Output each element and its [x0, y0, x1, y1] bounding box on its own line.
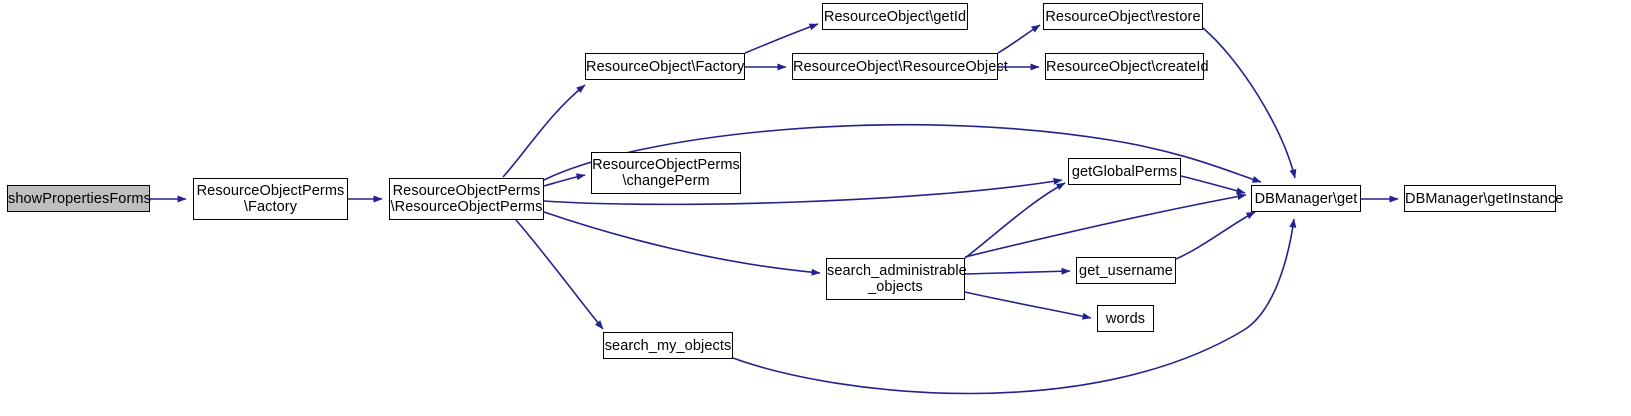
graph-node-label: ResourceObject\restore — [1045, 8, 1201, 25]
call-edge — [964, 267, 1071, 275]
graph-node-label: get_username — [1079, 262, 1173, 279]
graph-node-search_administrable_objects[interactable]: search_administrable_objects — [826, 258, 967, 300]
call-edge — [744, 23, 819, 54]
graph-node-label: getGlobalPerms — [1071, 163, 1178, 180]
graph-node-label: ResourceObjectPerms — [592, 157, 740, 173]
call-edge — [964, 193, 1247, 258]
graph-node-label: search_administrable — [827, 263, 967, 279]
graph-node-ResourceObject_Factory[interactable]: ResourceObject\Factory — [585, 53, 745, 80]
graph-node-showPropertiesForms[interactable]: showPropertiesForms — [7, 185, 151, 212]
call-edge — [997, 24, 1041, 54]
graph-node-DBManager_get[interactable]: DBManager\get — [1251, 185, 1361, 212]
graph-node-DBManager_getInstance[interactable]: DBManager\getInstance — [1404, 185, 1564, 212]
graph-node-ResourceObject_getId[interactable]: ResourceObject\getId — [822, 3, 968, 30]
graph-node-label: DBManager\get — [1254, 190, 1358, 207]
graph-node-ResourceObjectPerms_Factory[interactable]: ResourceObjectPerms\Factory — [193, 178, 348, 220]
call-edge — [1180, 175, 1246, 195]
graph-node-search_my_objects[interactable]: search_my_objects — [603, 332, 733, 359]
graph-node-ResourceObject_ResourceObject[interactable]: ResourceObject\ResourceObject — [792, 53, 1008, 80]
graph-node-label: ResourceObject\getId — [823, 8, 967, 25]
graph-node-label: words — [1105, 310, 1146, 327]
call-edge — [1202, 27, 1297, 179]
call-edge — [543, 211, 821, 276]
graph-node-label: ResourceObject\ResourceObject — [793, 58, 1008, 75]
graph-node-label: _objects — [868, 279, 923, 295]
graph-node-label: ResourceObjectPerms — [392, 183, 541, 199]
call-edge — [515, 219, 604, 330]
call-edge — [1175, 211, 1256, 260]
graph-node-ResourceObjectPerms_ResourceObjectPerms[interactable]: ResourceObjectPerms\ResourceObjectPerms — [389, 178, 544, 220]
graph-node-label: ResourceObject\Factory — [586, 58, 745, 75]
graph-node-getGlobalPerms[interactable]: getGlobalPerms — [1068, 158, 1181, 185]
call-edge — [964, 182, 1066, 259]
graph-node-words[interactable]: words — [1097, 305, 1154, 332]
graph-node-label: \ResourceObjectPerms — [390, 199, 543, 215]
graph-node-label: \Factory — [243, 199, 298, 215]
graph-node-ResourceObjectPerms_changePerm[interactable]: ResourceObjectPerms\changePerm — [591, 152, 741, 194]
graph-node-label: ResourceObject\createId — [1046, 58, 1209, 75]
graph-node-label: \changePerm — [622, 173, 710, 189]
call-edge — [543, 173, 586, 187]
call-edge — [964, 291, 1092, 320]
graph-node-label: DBManager\getInstance — [1405, 190, 1564, 207]
graph-node-get_username[interactable]: get_username — [1076, 257, 1176, 284]
graph-node-label: search_my_objects — [604, 337, 732, 354]
graph-node-label: showPropertiesForms — [8, 190, 151, 207]
graph-node-ResourceObject_createId[interactable]: ResourceObject\createId — [1045, 53, 1209, 80]
graph-node-ResourceObject_restore[interactable]: ResourceObject\restore — [1043, 3, 1203, 30]
call-edge — [732, 218, 1297, 395]
call-edge — [502, 84, 586, 178]
graph-node-label: ResourceObjectPerms — [196, 183, 345, 199]
